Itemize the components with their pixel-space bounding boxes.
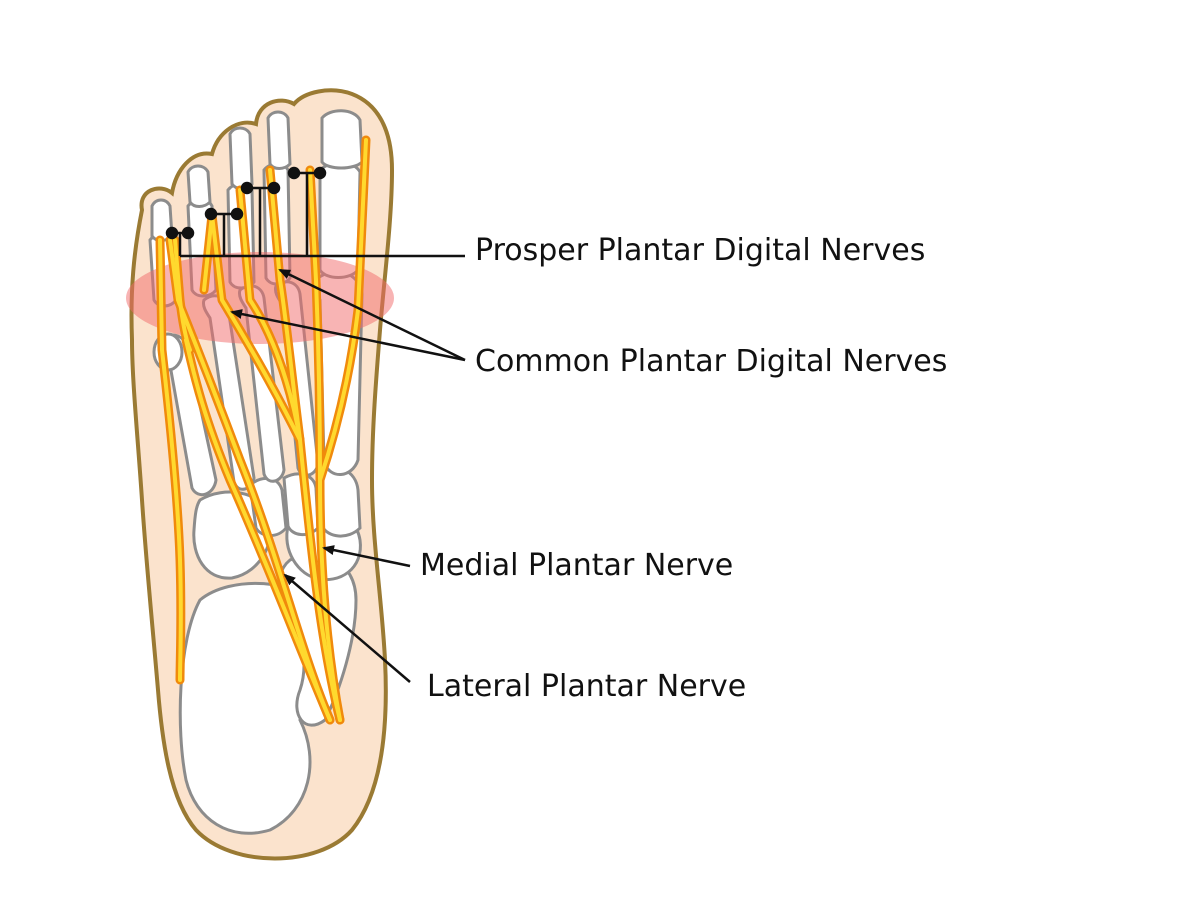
- label-lateral-plantar-nerve: Lateral Plantar Nerve: [427, 669, 747, 704]
- phalanx-toe4-distal: [186, 164, 212, 208]
- pointer-common-upper: [278, 268, 466, 362]
- metatarsal-highlight-ellipse: [126, 252, 394, 344]
- pointer-common-lower: [230, 309, 466, 362]
- label-common-plantar-digital-nerves: Common Plantar Digital Nerves: [475, 344, 948, 379]
- phalanx-toe1-distal: [320, 109, 364, 170]
- phalanx-toe3-distal: [228, 126, 254, 190]
- label-prosper-plantar-digital-nerves: Prosper Plantar Digital Nerves: [475, 233, 926, 268]
- foot-nerves: [155, 135, 371, 725]
- label-medial-plantar-nerve: Medial Plantar Nerve: [420, 548, 734, 583]
- label-pointers: [230, 268, 466, 683]
- phalanx-toe2-distal: [266, 110, 292, 170]
- pointer-lateral: [283, 573, 411, 683]
- digital-nerve-markers: [165, 166, 465, 258]
- pointer-medial: [322, 545, 411, 568]
